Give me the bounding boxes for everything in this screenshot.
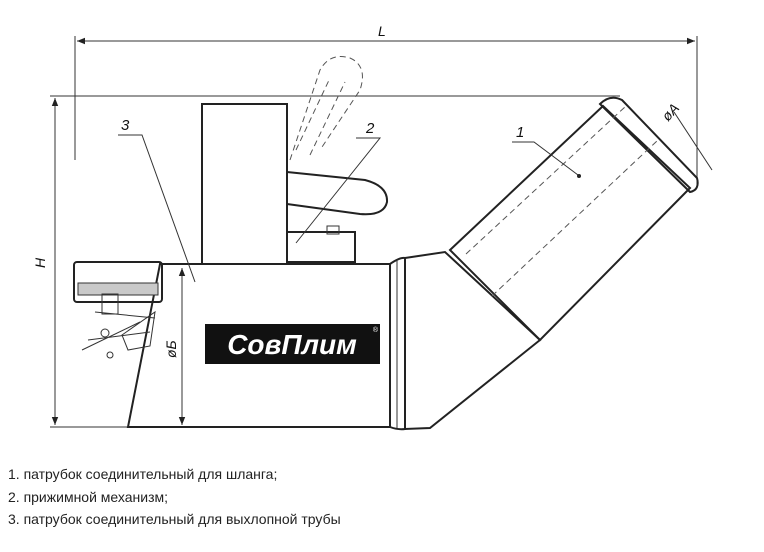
technical-drawing: L H øБ (32, 23, 713, 431)
callout-3: 3 (118, 117, 196, 283)
logo-text: СовПлим (227, 329, 357, 360)
parts-legend: 1. патрубок соединительный для шланга; 2… (8, 463, 341, 531)
callout-2: 2 (295, 120, 382, 244)
dimension-h-label: H (32, 257, 48, 268)
callout-1-label: 1 (516, 124, 524, 141)
main-body: øБ (126, 256, 406, 431)
callout-3-label: 3 (121, 117, 130, 134)
dimension-l-label: L (378, 23, 386, 39)
legend-item-3: 3. патрубок соединительный для выхлопной… (8, 511, 341, 527)
callout-2-label: 2 (365, 120, 375, 137)
dimension-a-label: øA (658, 100, 682, 124)
legend-item-1: 1. патрубок соединительный для шланга; (8, 466, 278, 482)
angled-connector: øA (404, 96, 713, 431)
dimension-b-label: øБ (163, 340, 179, 358)
dimension-h: H (32, 95, 620, 428)
callout-1: 1 (512, 124, 581, 178)
phantom-handle (289, 56, 363, 161)
sovplim-logo: СовПлим ® (205, 324, 380, 364)
legend-item-2: 2. прижимной механизм; (8, 488, 169, 505)
logo-registered-mark: ® (373, 326, 379, 334)
clamp-mechanism (201, 103, 389, 265)
left-clamp-detail (73, 261, 163, 359)
dimension-l: L (74, 23, 698, 188)
